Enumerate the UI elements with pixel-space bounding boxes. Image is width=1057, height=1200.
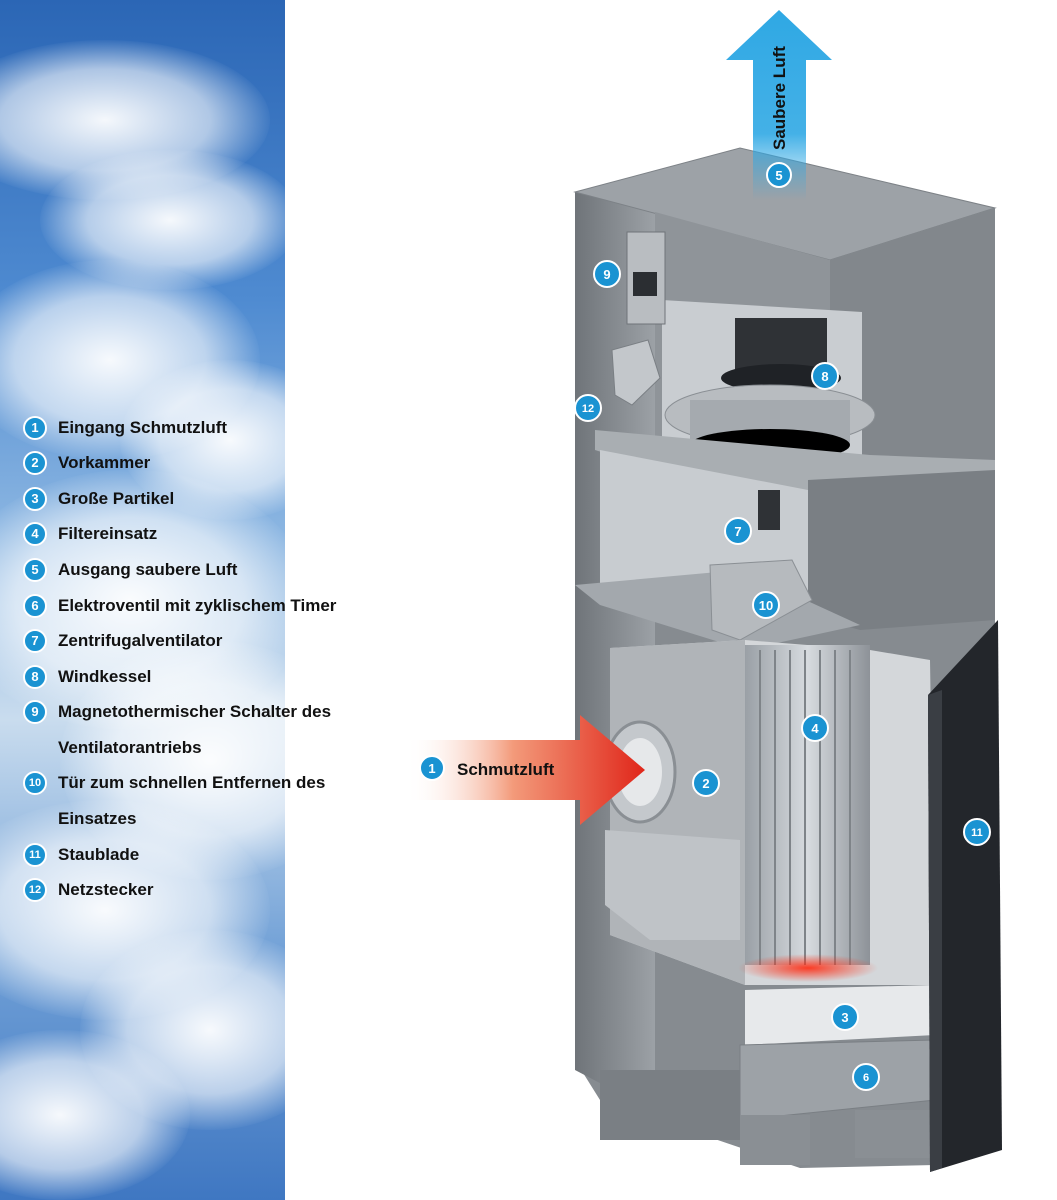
inlet-arrow-label: Schmutzluft: [457, 760, 555, 779]
marker-1-number: 1: [428, 761, 435, 776]
marker-number: 6: [863, 1072, 869, 1084]
outlet-arrow: Saubere Luft 5: [726, 10, 832, 200]
marker-number: 9: [603, 267, 610, 282]
legend-label: Windkessel: [58, 667, 152, 686]
marker-8: 10: [752, 591, 780, 619]
legend-label-continued: Einsatzes: [58, 809, 137, 828]
inlet-arrow: 1 Schmutzluft: [405, 715, 645, 825]
access-door: [928, 620, 1002, 1172]
marker-3: 3: [831, 1003, 859, 1031]
legend-number-badge: 11: [23, 843, 47, 867]
legend-label: Elektroventil mit zyklischem Timer: [58, 596, 337, 615]
marker-4: 4: [801, 714, 829, 742]
outlet-arrow-label: Saubere Luft: [770, 46, 789, 150]
legend-label: Zentrifugalventilator: [58, 631, 223, 650]
legend-number-badge: 6: [23, 594, 47, 618]
power-plug: [611, 339, 661, 406]
legend-number-badge: 9: [23, 700, 47, 724]
filter-cartridge: [745, 645, 870, 965]
marker-number: 12: [582, 403, 594, 415]
legend-label: Tür zum schnellen Entfernen des: [58, 773, 326, 792]
marker-6: 7: [724, 517, 752, 545]
legend-label: Staublade: [58, 845, 140, 864]
marker-12: 12: [574, 394, 602, 422]
legend-label-continued: Ventilatorantriebs: [58, 738, 202, 757]
legend-label: Filtereinsatz: [58, 524, 158, 543]
marker-11: 6: [852, 1063, 880, 1091]
marker-5-number: 5: [775, 168, 782, 183]
marker-number: 7: [734, 524, 741, 539]
marker-10: 11: [963, 818, 991, 846]
marker-5-circle: [766, 162, 792, 188]
legend-number-badge: 10: [23, 771, 47, 795]
marker-number: 8: [821, 369, 828, 384]
legend-label: Ausgang saubere Luft: [58, 560, 238, 579]
marker-7: 8: [811, 362, 839, 390]
solenoid-valve: [758, 490, 780, 530]
legend-number-badge: 3: [23, 487, 47, 511]
legend-number-badge: 12: [23, 878, 47, 902]
marker-number: 10: [759, 598, 773, 613]
legend-label: Vorkammer: [58, 453, 151, 472]
legend-number-badge: 2: [23, 451, 47, 475]
marker-number: 3: [841, 1010, 848, 1025]
legend-label: Netzstecker: [58, 880, 154, 899]
marker-9: 9: [593, 260, 621, 288]
legend-label: Große Partikel: [58, 489, 175, 508]
legend-number-badge: 4: [23, 522, 47, 546]
marker-number: 11: [971, 827, 983, 839]
marker-2: 2: [692, 769, 720, 797]
legend-number-badge: 5: [23, 558, 47, 582]
legend-label: Magnetothermischer Schalter des: [58, 702, 332, 721]
sky-background: [0, 0, 285, 1200]
housing: [573, 147, 1002, 1172]
legend-number-badge: 7: [23, 629, 47, 653]
legend-number-badge: 1: [23, 416, 47, 440]
marker-number: 2: [702, 776, 709, 791]
legend-label: Eingang Schmutzluft: [58, 418, 228, 437]
legend-number-badge: 8: [23, 665, 47, 689]
marker-1-circle: [419, 755, 445, 781]
marker-number: 4: [811, 721, 819, 736]
